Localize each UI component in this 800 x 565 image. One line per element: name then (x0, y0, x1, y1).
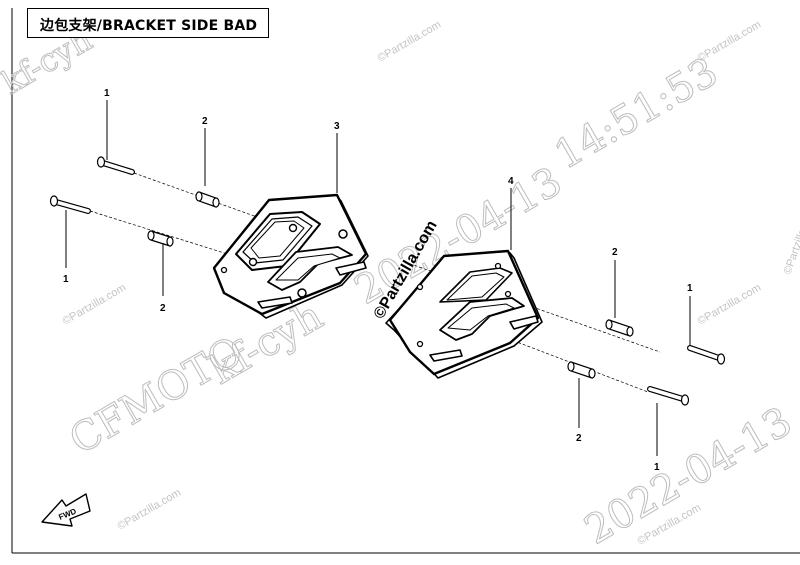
watermark-site-2: ©Partzilla.com (696, 19, 764, 65)
watermark-site-3: ©Partzilla.com (61, 282, 129, 328)
spacer-top-left (195, 191, 220, 208)
fwd-arrow-icon: FWD (41, 493, 91, 527)
bracket-left (212, 193, 369, 319)
callout-1-bolt-left: 1 (63, 274, 69, 285)
callout-1-bolt-right-bottom: 1 (654, 462, 660, 473)
callout-2-spacer-left: 2 (160, 303, 166, 314)
bolt-left (49, 195, 91, 214)
spacer-right-bottom (567, 361, 596, 379)
watermark-date-bottom: 2022-04-13 (577, 399, 800, 554)
watermark-site-1: ©Partzilla.com (376, 19, 444, 65)
page-title: 边包支架/BRACKET SIDE BAD (40, 18, 258, 34)
bolt-right-bottom (647, 386, 690, 406)
title-box: 边包支架/BRACKET SIDE BAD (27, 8, 269, 38)
watermark-site-5: ©Partzilla.com (116, 487, 184, 533)
bolt-right-top (687, 345, 726, 365)
bracket-right (385, 249, 543, 379)
callout-2-spacer-right-top: 2 (612, 247, 618, 258)
watermark-layer: 14:51:53 2022-04-13 kf-cyh CFMOTO 2022-0… (0, 19, 800, 554)
watermark-site-7: ©Partzilla.com (782, 205, 800, 276)
callout-1-bolt-right-top: 1 (687, 283, 693, 294)
callout-1-bolt-top-left: 1 (104, 88, 110, 99)
spacer-right-top (605, 319, 634, 337)
watermark-site-4: ©Partzilla.com (696, 282, 764, 328)
watermark-brand: CFMOTO (62, 328, 251, 464)
callout-4-bracket-right: 4 (508, 176, 514, 187)
bolt-top-left (96, 156, 135, 175)
callout-2-spacer-right-bottom: 2 (576, 433, 582, 444)
callout-2-spacer-top-left: 2 (202, 116, 208, 127)
callout-3-bracket-left: 3 (334, 121, 340, 132)
leader-lines (65, 100, 691, 456)
watermark-time: 14:51:53 (547, 49, 726, 179)
spacer-left (147, 230, 174, 247)
